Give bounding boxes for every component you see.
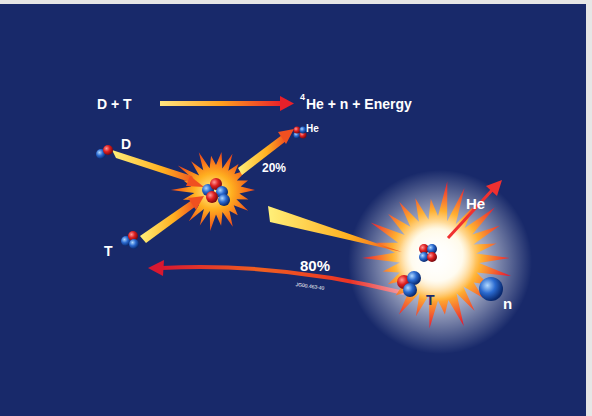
proton <box>206 191 218 203</box>
particle-label: 80% <box>300 258 330 273</box>
energy-wedge-arrow <box>268 206 402 252</box>
neutron <box>218 194 230 206</box>
burst-core <box>396 222 476 302</box>
proton <box>294 127 301 134</box>
neutron <box>407 271 421 285</box>
deuterium-arrowhead <box>186 176 204 187</box>
proton <box>427 252 437 262</box>
proton <box>103 145 113 155</box>
neutron <box>403 283 417 297</box>
particle-label: n <box>503 296 512 311</box>
equation-arrow <box>160 101 282 106</box>
return-arrowhead <box>148 260 164 276</box>
helium-80-arrowhead <box>486 180 502 196</box>
fusion-burst-large <box>362 181 511 328</box>
equation-text: D + T <box>97 97 132 111</box>
energy-glow <box>348 170 532 354</box>
helium-out-arrow <box>238 135 286 175</box>
deuterium-arrow <box>112 150 196 184</box>
neutron <box>479 277 503 301</box>
tritium-arrowhead <box>188 196 204 210</box>
neutron <box>300 127 307 134</box>
particle-label: T <box>104 244 113 258</box>
watermark: JG00.463-40 <box>295 282 324 291</box>
equation-text: He + n + Energy <box>306 97 412 111</box>
equation-text: 4 <box>300 93 305 102</box>
particle-label: He <box>466 196 485 211</box>
fusion-burst <box>171 152 255 231</box>
neutron <box>129 239 139 249</box>
equation-arrowhead <box>280 96 294 111</box>
particle-label: 20% <box>262 162 286 174</box>
particle-label: T <box>426 293 435 307</box>
helium-80-arrow <box>448 188 494 238</box>
particle-label: D <box>121 137 131 151</box>
tritium-arrow <box>140 200 196 243</box>
particle-label: He <box>306 124 319 134</box>
helium-out-arrowhead <box>278 129 294 144</box>
